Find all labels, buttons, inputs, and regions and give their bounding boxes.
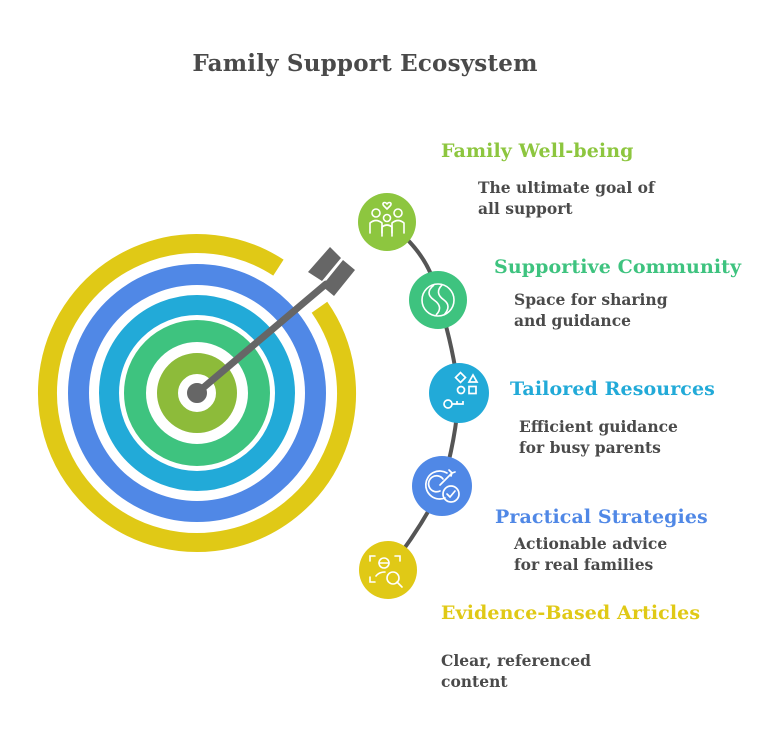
- node-family-well-being: [358, 193, 416, 251]
- target-ring-5: [157, 353, 237, 433]
- arrow-shaft: [193, 280, 330, 397]
- node-circle: [409, 271, 467, 329]
- node-supportive-community: [409, 271, 467, 329]
- label-practical-strategies: Practical Strategies: [495, 506, 708, 528]
- desc-family-well-being: The ultimate goal of all support: [478, 178, 655, 218]
- desc-supportive-community: Space for sharing and guidance: [514, 290, 668, 330]
- desc-practical-strategies: Actionable advice for real families: [514, 534, 668, 574]
- target-ring-2: [68, 264, 326, 522]
- node-tailored-resources: [429, 363, 489, 423]
- node-circle: [412, 456, 472, 516]
- label-supportive-community: Supportive Community: [494, 256, 742, 278]
- scan-search-icon: [369, 555, 403, 588]
- community-swirl-icon: [421, 283, 455, 317]
- arrow-fletch-2: [322, 260, 355, 296]
- target-ring-3: [99, 295, 295, 491]
- label-family-well-being: Family Well-being: [441, 140, 634, 162]
- node-evidence-based-articles: [359, 541, 417, 599]
- diagram-title: Family Support Ecosystem: [192, 50, 538, 77]
- label-tailored-resources: Tailored Resources: [510, 378, 715, 400]
- desc-tailored-resources: Efficient guidance for busy parents: [519, 417, 678, 457]
- shapes-key-icon: [443, 371, 479, 409]
- node-circle: [359, 541, 417, 599]
- target-check-icon: [424, 469, 460, 503]
- arrow-fletch-1: [308, 247, 341, 281]
- target: [38, 234, 356, 552]
- target-ring-4: [124, 320, 270, 466]
- target-ring-outer: [38, 234, 356, 552]
- desc-evidence-based-articles: Clear, referenced content: [441, 651, 591, 691]
- node-practical-strategies: [412, 456, 472, 516]
- arrow-icon: [187, 247, 355, 403]
- family-icon: [369, 201, 405, 237]
- label-evidence-based-articles: Evidence-Based Articles: [441, 602, 701, 624]
